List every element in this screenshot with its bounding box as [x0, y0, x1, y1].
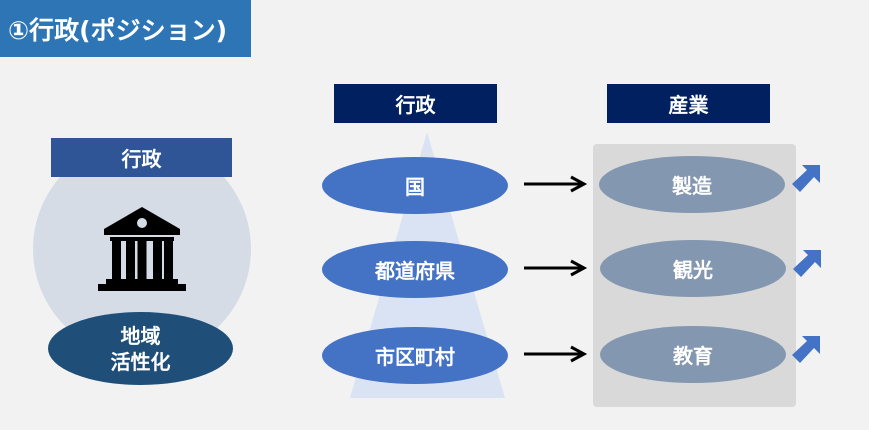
industry-header: 産業 — [607, 84, 770, 123]
left-header: 行政 — [51, 138, 232, 177]
ellipse-line-1: 地域 — [120, 323, 161, 348]
up-right-arrow-icon — [792, 165, 820, 192]
level-municipality: 市区町村 — [322, 327, 508, 384]
right-arrow-icon — [524, 345, 588, 363]
ellipse-line-2: 活性化 — [110, 349, 171, 374]
sector-manufacturing: 製造 — [599, 156, 785, 213]
right-arrow-icon — [524, 175, 588, 193]
level-prefecture: 都道府県 — [322, 241, 508, 298]
government-header: 行政 — [334, 84, 497, 123]
up-right-arrow-icon — [792, 336, 820, 363]
sector-tourism: 観光 — [600, 240, 786, 297]
sector-education: 教育 — [600, 326, 786, 383]
right-arrow-icon — [524, 259, 588, 277]
slide-title: ①行政(ポジション) — [0, 0, 251, 57]
government-building-icon — [98, 207, 186, 291]
level-national: 国 — [322, 157, 508, 214]
up-right-arrow-icon — [793, 250, 821, 277]
local-revitalization-ellipse: 地域 活性化 — [48, 312, 233, 385]
